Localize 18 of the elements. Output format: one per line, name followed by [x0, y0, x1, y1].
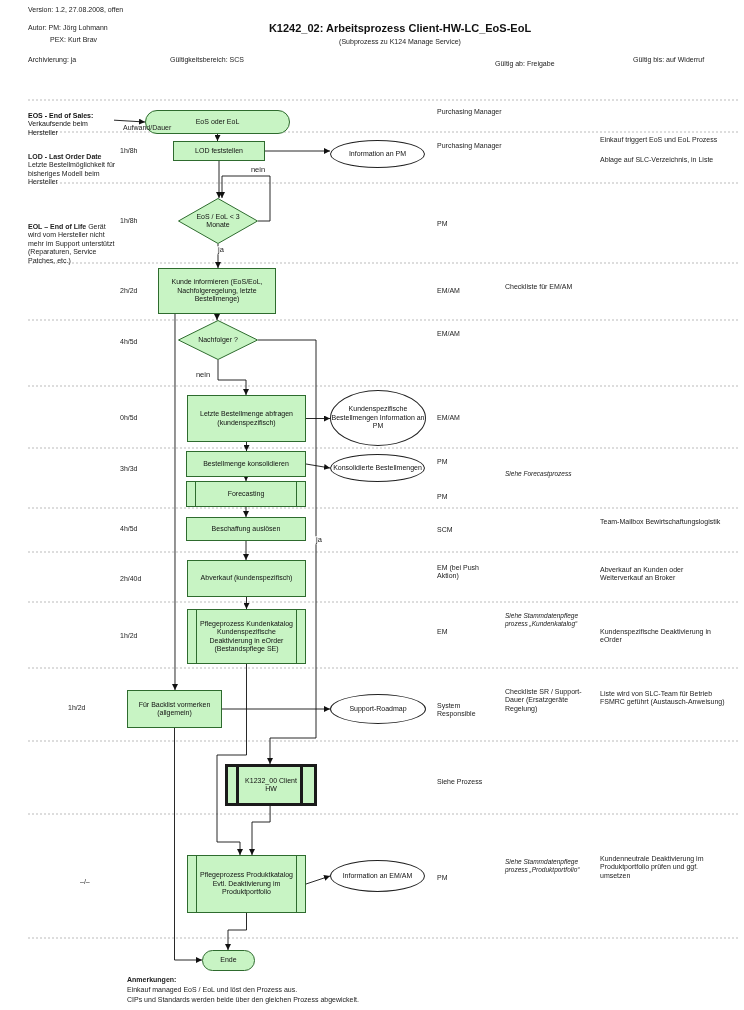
connector-arrow: [243, 475, 249, 482]
decision-diamond: [178, 198, 258, 244]
process-box: [127, 690, 222, 728]
process-box: [173, 141, 265, 161]
subprocess-box: [186, 481, 306, 507]
subprocess-box: [187, 855, 306, 913]
process-box: [158, 268, 276, 314]
subprocess-box: [187, 609, 306, 664]
decision-diamond: [178, 320, 258, 360]
diagram-title: K1242_02: Arbeitsprozess Client-HW-LC_EoS-EoL: [267, 22, 533, 34]
subprocess-box: [225, 764, 317, 806]
terminator-pill: [202, 950, 255, 971]
process-box: [187, 560, 306, 597]
process-box: [186, 451, 306, 477]
connector-arrow: [214, 313, 220, 321]
process-box: [186, 517, 306, 541]
connector-arrow: [214, 133, 221, 142]
process-box: [187, 395, 306, 442]
